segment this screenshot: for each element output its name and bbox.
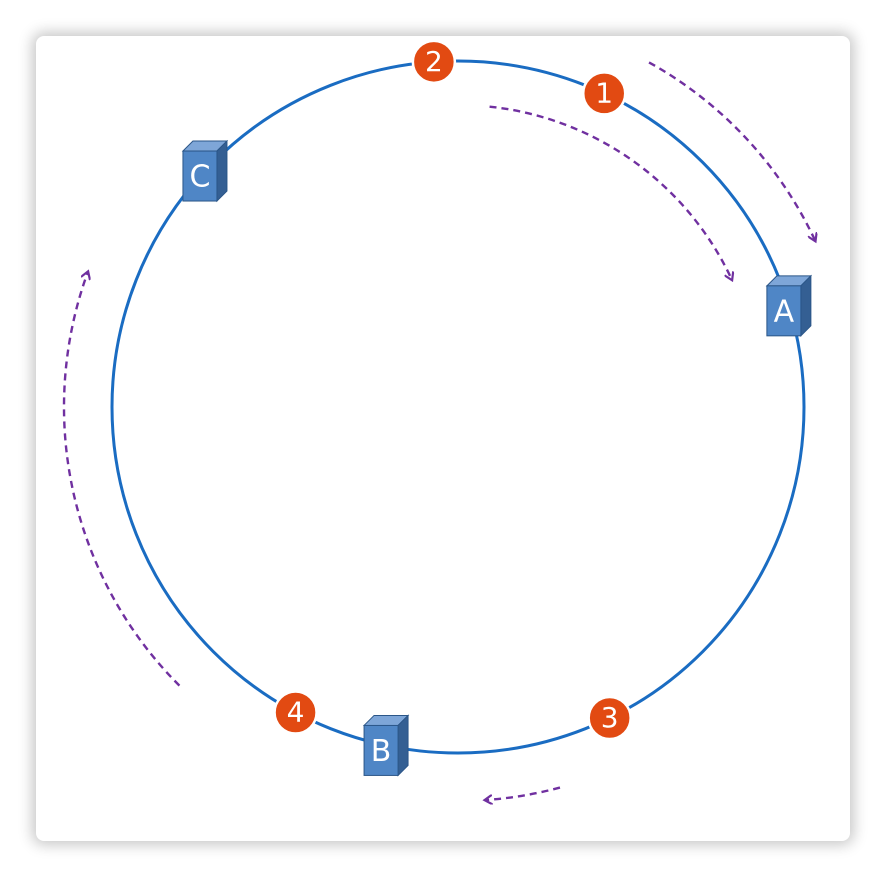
- arrow-k1-to-a: [648, 61, 815, 240]
- server-side-face: [800, 274, 812, 338]
- key-circle-2: [411, 39, 457, 85]
- arrows-layer: [62, 61, 815, 800]
- key-node-1: 1: [581, 71, 627, 116]
- key-node-4: 4: [273, 690, 318, 735]
- key-label-4: 4: [287, 695, 305, 728]
- arrow-k2-to-a: [489, 105, 732, 280]
- key-label-1: 1: [595, 76, 613, 109]
- key-label-2: 2: [425, 45, 443, 78]
- arrow-k4-to-c: [62, 272, 181, 687]
- key-node-3: 3: [587, 695, 632, 741]
- server-node-B: B: [362, 714, 410, 777]
- server-side-face: [216, 139, 228, 203]
- server-label-C: C: [189, 160, 210, 195]
- diagram-card: [36, 36, 850, 841]
- key-circle-4: [273, 690, 318, 735]
- server-node-C: C: [181, 139, 229, 203]
- key-label-3: 3: [601, 701, 619, 734]
- servers-layer: A B C: [181, 139, 813, 777]
- key-circle-3: [587, 695, 632, 741]
- server-label-A: A: [774, 294, 795, 329]
- server-node-A: A: [765, 274, 813, 338]
- key-circle-1: [581, 71, 627, 116]
- keys-layer: 1 2 3 4: [273, 39, 632, 741]
- server-front-face: [363, 724, 399, 776]
- server-label-B: B: [371, 734, 392, 769]
- server-front-face: [766, 285, 802, 337]
- hash-ring: [110, 59, 806, 755]
- key-node-2: 2: [411, 39, 457, 85]
- server-side-face: [397, 714, 409, 777]
- server-front-face: [182, 150, 218, 202]
- arrow-k3-to-b: [485, 786, 561, 800]
